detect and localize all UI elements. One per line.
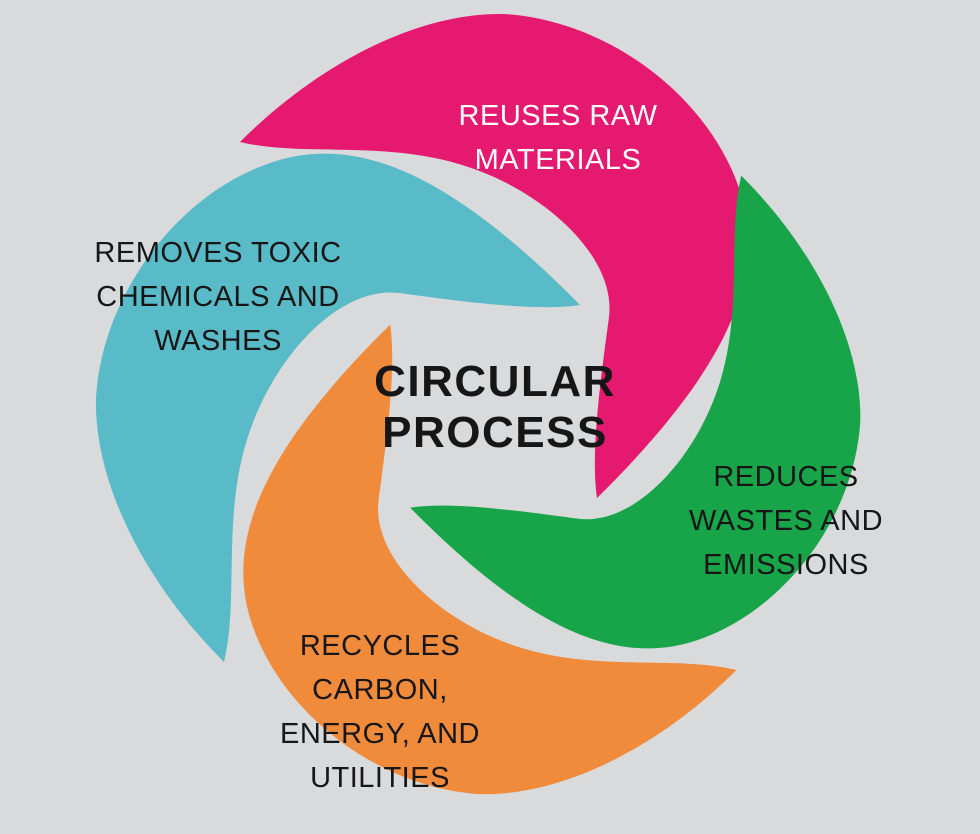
- arm-reduces-shape: [410, 175, 861, 649]
- label-recycles-carbon-energy-utilities: RECYCLES CARBON, ENERGY, AND UTILITIES: [280, 629, 480, 795]
- label-reuses-raw-materials: REUSES RAW MATERIALS: [458, 99, 658, 176]
- center-title: CIRCULAR PROCESS: [374, 356, 616, 457]
- arm-removes-shape: [95, 153, 580, 662]
- label-reduces-wastes-emissions: REDUCES WASTES AND EMISSIONS: [688, 460, 884, 582]
- arm-reuses-shape: [240, 13, 749, 498]
- arm-recycles-shape: [243, 324, 737, 795]
- label-removes-toxic-chemicals-washes: REMOVES TOXIC CHEMICALS AND WASHES: [94, 236, 342, 358]
